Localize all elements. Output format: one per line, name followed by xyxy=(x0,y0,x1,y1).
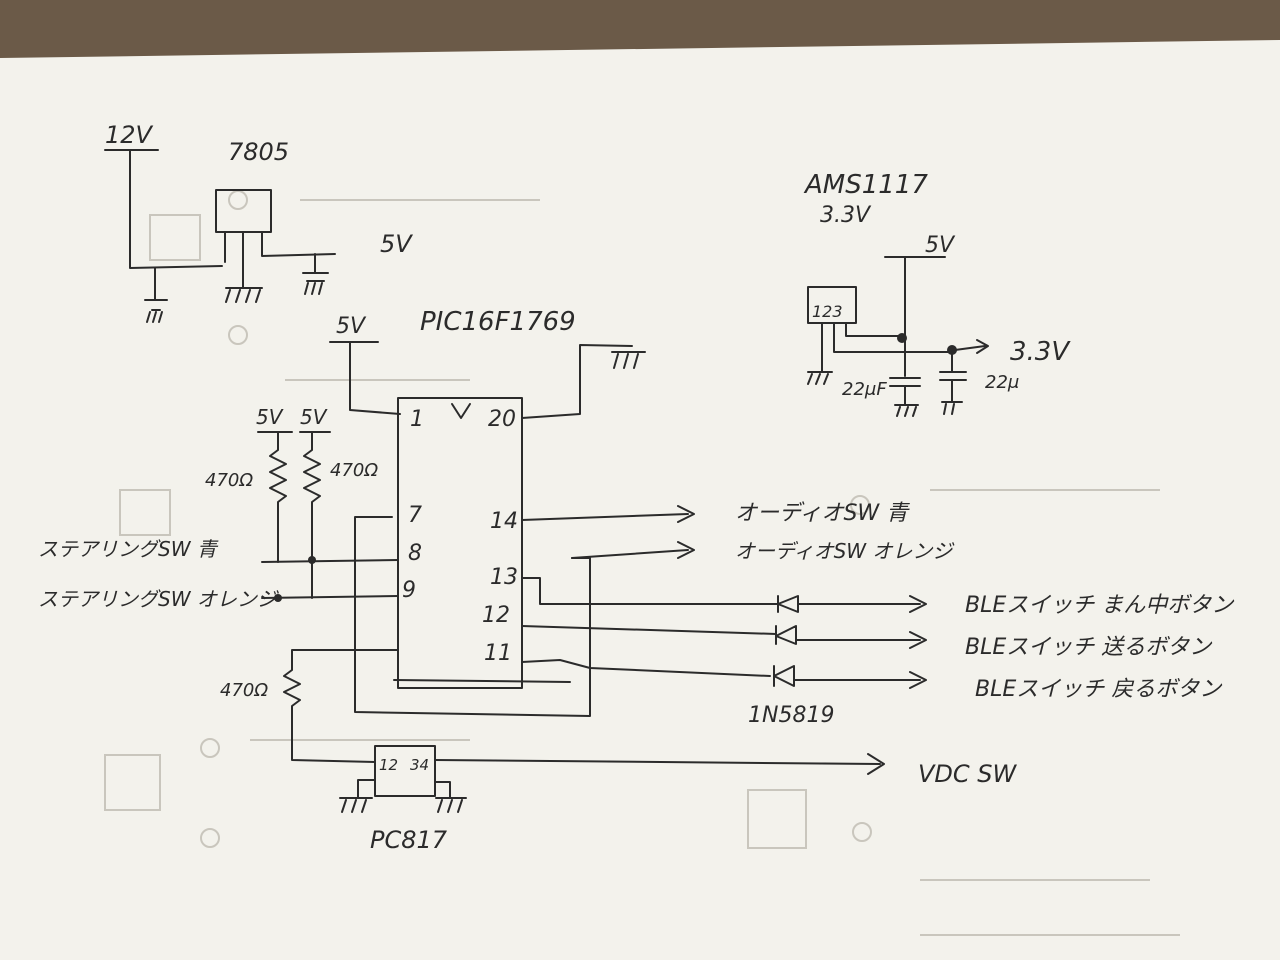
audio-blue-label: オーディオSW 青 xyxy=(735,501,910,526)
paper-show-through xyxy=(104,190,1180,936)
regulator-7805: 12V 7805 5V xyxy=(104,121,413,323)
right-5v-label: 5V xyxy=(300,405,328,429)
ghost-circle xyxy=(228,325,248,345)
pin-7: 7 xyxy=(408,503,422,528)
mcu-ground-wire xyxy=(521,344,646,419)
5v-output-label: 5V xyxy=(380,230,413,258)
input-capacitor-label: 22μF xyxy=(842,379,887,400)
ams1117-ground xyxy=(807,371,833,385)
ghost-box xyxy=(149,214,201,261)
ble-back-wire xyxy=(521,659,927,689)
pin-14: 14 xyxy=(490,509,518,534)
ams1117-pins xyxy=(821,322,951,377)
left-5v-label: 5V xyxy=(256,405,284,429)
ams1117-body xyxy=(807,286,857,324)
pin-9: 9 xyxy=(402,578,416,603)
output-capacitor-ground xyxy=(302,253,329,295)
pin-7-loop-wire xyxy=(354,516,591,717)
ble-center-wire xyxy=(521,577,927,613)
pc817-label: PC817 xyxy=(370,826,448,854)
pin-1: 1 xyxy=(410,407,424,432)
opto-resistor-label: 470Ω xyxy=(220,680,268,701)
left-pullup xyxy=(257,431,293,563)
ble-forward-wire xyxy=(521,625,927,649)
pin-8-wire xyxy=(261,559,399,563)
audio-orange-label: オーディオSW オレンジ xyxy=(735,539,955,563)
junction-dot xyxy=(897,333,907,343)
ghost-circle xyxy=(852,822,872,842)
input-capacitor xyxy=(889,377,921,417)
pin-8: 8 xyxy=(408,541,422,566)
steering-inputs: ステアリングSW 青 ステアリングSW オレンジ xyxy=(38,537,399,611)
optocoupler: 470Ω 12 34 VDC SW PC817 xyxy=(220,649,1018,854)
pin-12: 12 xyxy=(482,603,510,628)
left-resistor-label: 470Ω xyxy=(205,470,253,491)
12v-label: 12V xyxy=(105,121,154,149)
audio-blue-arrow xyxy=(521,505,695,523)
ams1117-pin-numbers: 123 xyxy=(812,302,843,321)
7805-ground xyxy=(225,287,263,303)
audio-orange-arrow xyxy=(571,541,695,559)
ble-forward-label: BLEスイッチ 送るボタン xyxy=(965,635,1213,660)
output-capacitor xyxy=(939,351,967,415)
pc817-right-pins: 34 xyxy=(410,756,429,774)
pin-9-wire xyxy=(261,595,399,599)
ams1117-5v-label: 5V xyxy=(925,233,956,258)
steering-blue-label: ステアリングSW 青 xyxy=(38,537,219,561)
pc817-left-pins: 12 xyxy=(379,756,398,774)
opto-series-resistor xyxy=(283,649,399,763)
pic-mcu: PIC16F1769 5V 1 20 7 8 9 14 13 12 11 xyxy=(329,307,646,717)
12v-wire xyxy=(104,149,223,269)
diode-label: 1N5819 xyxy=(748,703,834,728)
pc817-body xyxy=(374,745,436,797)
pin-13: 13 xyxy=(490,565,518,590)
7805-label: 7805 xyxy=(228,138,289,166)
mcu-body xyxy=(397,397,523,689)
ams1117-voltage-label: 3.3V xyxy=(820,203,872,228)
ble-back-label: BLEスイッチ 戻るボタン xyxy=(975,677,1223,702)
mcu-5v-label: 5V xyxy=(336,314,367,339)
ghost-box xyxy=(747,789,807,849)
vdc-label: VDC SW xyxy=(918,760,1018,788)
vdc-output-arrow xyxy=(434,753,885,775)
pc817-ground-left xyxy=(339,779,376,813)
3v3-output-arrow xyxy=(954,339,989,354)
outputs: オーディオSW 青 オーディオSW オレンジ BLEスイッチ まん中ボタン BL… xyxy=(521,501,1235,728)
ghost-circle xyxy=(850,495,870,515)
ghost-circle xyxy=(200,738,220,758)
regulator-ams1117: AMS1117 3.3V 5V 123 3.3V 22μF 22μ xyxy=(803,170,1071,417)
7805-pins xyxy=(224,231,336,289)
right-resistor-label: 470Ω xyxy=(330,460,378,481)
mcu-5v-wire xyxy=(329,341,401,415)
3v3-output-label: 3.3V xyxy=(1010,337,1071,367)
ble-center-label: BLEスイッチ まん中ボタン xyxy=(965,593,1235,618)
pullup-resistors: 5V 5V 470Ω 470Ω xyxy=(205,405,378,602)
input-capacitor-ground xyxy=(144,267,168,323)
ams1117-label: AMS1117 xyxy=(803,170,928,200)
ghost-box xyxy=(119,489,171,536)
pc817-ground-right xyxy=(434,781,467,813)
mcu-part-label: PIC16F1769 xyxy=(420,307,576,337)
pin-20: 20 xyxy=(488,407,516,432)
pin-11: 11 xyxy=(484,641,512,666)
5v-input-wire xyxy=(884,256,946,337)
ghost-box xyxy=(104,754,161,811)
mcu-notch xyxy=(451,403,471,419)
output-capacitor-label: 22μ xyxy=(985,372,1019,393)
paper-background xyxy=(0,40,1280,960)
right-pullup xyxy=(299,431,331,599)
junction-dot xyxy=(308,556,316,564)
bottom-pin-wire xyxy=(393,679,571,683)
ghost-circle xyxy=(200,828,220,848)
steering-orange-label: ステアリングSW オレンジ xyxy=(38,587,280,611)
junction-dot xyxy=(947,345,957,355)
